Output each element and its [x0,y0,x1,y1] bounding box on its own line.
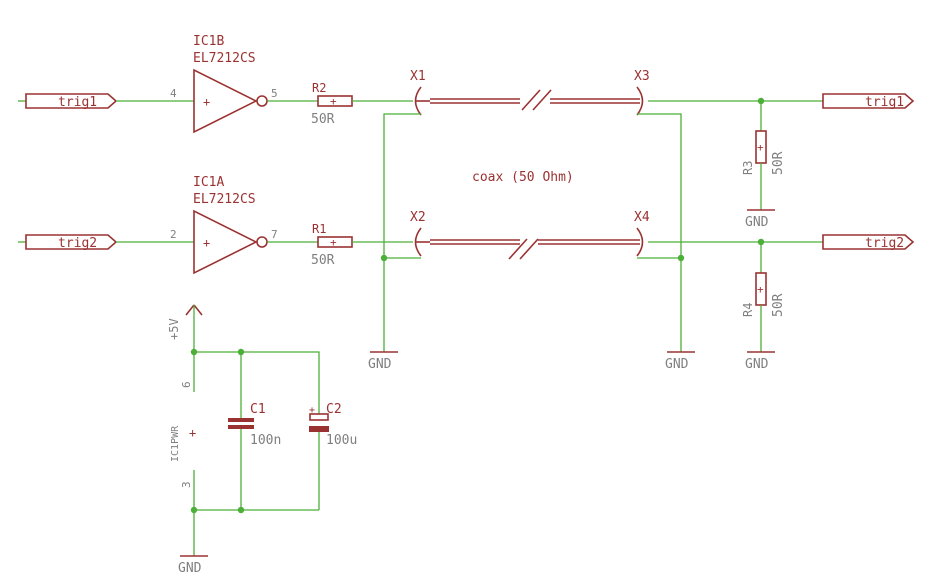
resistor-r3: + R3 50R GND [741,101,786,230]
icpwr-pin-bottom: 3 [180,481,193,488]
ic1b-plus: + [203,95,210,109]
capacitor-c2: + C2 100u [309,402,357,510]
svg-text:+: + [330,236,337,249]
gnd-label-x3: GND [665,357,689,372]
ic1b-pin-out: 5 [271,87,278,100]
x1-shield-wire [383,113,421,352]
vcc-label: +5V [167,318,181,340]
input-port-trig2: trig2 2 [18,228,194,251]
coax-bottom: X2 X4 [410,210,823,260]
r3-value: 50R [771,151,786,175]
x4-label: X4 [634,210,650,225]
output-port-trig2-label: trig2 [865,236,904,251]
ic1b-value: EL7212CS [193,51,256,66]
junction-gnd-left [190,506,198,514]
x1-label: X1 [410,69,426,84]
ic1a-pin-in: 2 [170,228,177,241]
svg-text:+: + [757,141,764,154]
input-port-trig1: trig1 4 [18,87,194,110]
gnd-label-x1: GND [368,357,392,372]
ic1a-name: IC1A [193,175,224,190]
resistor-r1: R1 + 50R [311,222,413,268]
gnd-symbol-x1: GND [368,351,398,372]
svg-text:+: + [309,405,315,416]
output-port-trig1: trig1 [822,93,915,110]
x3-shield-wire [637,113,682,352]
capacitor-c1: C1 100n [228,352,281,510]
vcc-rail [194,351,320,414]
r4-value: 50R [771,293,786,317]
junction-x2-shield [380,254,388,262]
c2-name: C2 [326,402,342,417]
input-port-trig1-label: trig1 [58,95,97,110]
ic1a-value: EL7212CS [193,192,256,207]
coax-top: X1 X3 [410,69,823,116]
coax-label: coax (50 Ohm) [472,170,574,185]
ic-power-pins: 6 IC1PWR + 3 [170,352,196,556]
r2-name: R2 [312,81,326,95]
junction-c1-bottom [237,506,245,514]
gnd-label-r3: GND [745,215,769,230]
output-port-trig2: trig2 [822,234,915,251]
svg-text:+: + [757,283,764,296]
resistor-r4: + R4 50R [741,242,786,352]
ic1b-buffer: IC1B EL7212CS + 5 [193,34,318,134]
x3-label: X3 [634,69,650,84]
output-port-trig1-label: trig1 [865,95,904,110]
c1-value: 100n [250,433,281,448]
icpwr-name: IC1PWR [170,425,181,462]
gnd-label-r4: GND [745,357,769,372]
svg-text:+: + [330,95,337,108]
r2-value: 50R [311,112,335,127]
c1-name: C1 [250,402,266,417]
ic1a-pin-out: 7 [271,228,278,241]
x2-label: X2 [410,210,426,225]
r1-name: R1 [312,222,326,236]
icpwr-pin-top: 6 [180,381,193,388]
input-port-trig2-label: trig2 [58,236,97,251]
junction-x4-shield [677,254,685,262]
ic1a-buffer: IC1A EL7212CS + 7 [193,175,318,275]
r3-name: R3 [741,161,755,175]
resistor-r2: R2 + 50R [311,81,413,127]
gnd-symbol-power: GND [178,555,208,576]
icpwr-plus: + [189,426,196,440]
ic1b-name: IC1B [193,34,224,49]
gnd-symbol-r4: GND [745,351,775,372]
r4-name: R4 [741,303,755,317]
ic1b-pin-in: 4 [170,87,177,100]
c2-value: 100u [326,433,357,448]
ic1a-plus: + [203,236,210,250]
gnd-symbol-x3: GND [665,351,695,372]
supply-vcc: +5V [167,304,203,352]
r1-value: 50R [311,253,335,268]
gnd-label-power: GND [178,561,202,576]
